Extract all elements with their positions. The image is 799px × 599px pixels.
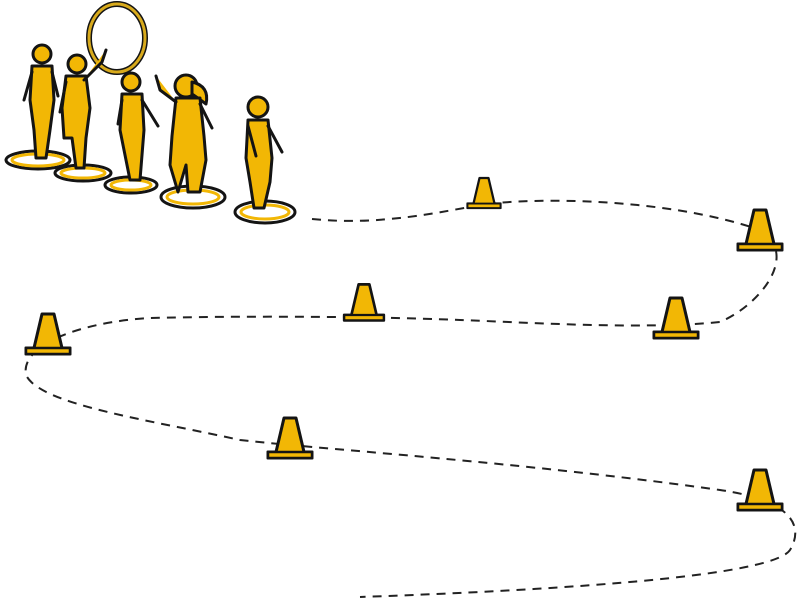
child-waving-icon: [156, 75, 212, 192]
traffic-cone-icon: [654, 298, 698, 338]
traffic-cone-icon: [344, 284, 384, 320]
child-standing-icon: [24, 45, 58, 158]
traffic-cone-icon: [738, 210, 782, 250]
child-standing-icon: [246, 97, 282, 208]
child-standing-icon: [118, 73, 158, 180]
traffic-cone-icon: [26, 314, 70, 354]
traffic-cone-icon: [738, 470, 782, 510]
cones: [26, 178, 782, 510]
course-path: [26, 201, 796, 597]
traffic-cone-icon: [268, 418, 312, 458]
traffic-cone-icon: [468, 178, 501, 208]
